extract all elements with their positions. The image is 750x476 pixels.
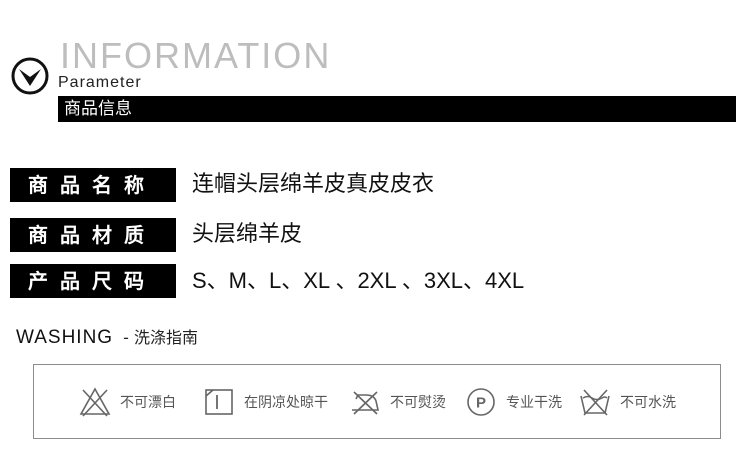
param-value: 头层绵羊皮 <box>192 222 303 247</box>
care-item-dry-clean: P 专业干洗 <box>464 365 562 438</box>
param-value: 连帽头层绵羊皮真皮皮衣 <box>192 172 435 197</box>
param-label: 产品尺码 <box>10 264 176 298</box>
svg-text:P: P <box>476 394 486 411</box>
care-label: 专业干洗 <box>506 394 562 411</box>
dry-flat-shade-icon <box>205 388 233 415</box>
param-label: 商品名称 <box>10 168 176 202</box>
param-value: S、M、L、XL 、2XL 、3XL、4XL <box>192 268 525 293</box>
washing-title: WASHING <box>16 327 114 348</box>
washing-subtitle: - 洗涤指南 <box>123 328 198 347</box>
care-label: 在阴凉处晾干 <box>244 394 328 411</box>
no-iron-icon <box>352 390 379 415</box>
care-item-no-iron: 不可熨烫 <box>348 365 446 438</box>
care-label: 不可漂白 <box>120 394 176 411</box>
washing-heading: WASHING - 洗涤指南 <box>16 326 198 350</box>
chevron-circle-icon <box>11 57 49 95</box>
section-bar: 商品信息 <box>58 96 736 122</box>
info-subtitle: Parameter <box>58 74 142 91</box>
no-wash-icon <box>580 388 610 416</box>
param-label: 商品材质 <box>10 218 176 252</box>
info-title: INFORMATION <box>60 35 332 76</box>
no-bleach-icon <box>79 386 111 417</box>
care-item-dry-shade: 在阴凉处晾干 <box>202 365 328 438</box>
care-instructions-box: 不可漂白 在阴凉处晾干 不可熨烫 P 专业干洗 不可水洗 <box>33 364 721 439</box>
professional-dry-clean-icon: P <box>467 387 495 416</box>
care-label: 不可熨烫 <box>390 394 446 411</box>
section-bar-label: 商品信息 <box>64 99 132 119</box>
care-item-no-wash: 不可水洗 <box>578 365 676 438</box>
care-label: 不可水洗 <box>620 394 676 411</box>
care-item-no-bleach: 不可漂白 <box>78 365 176 438</box>
